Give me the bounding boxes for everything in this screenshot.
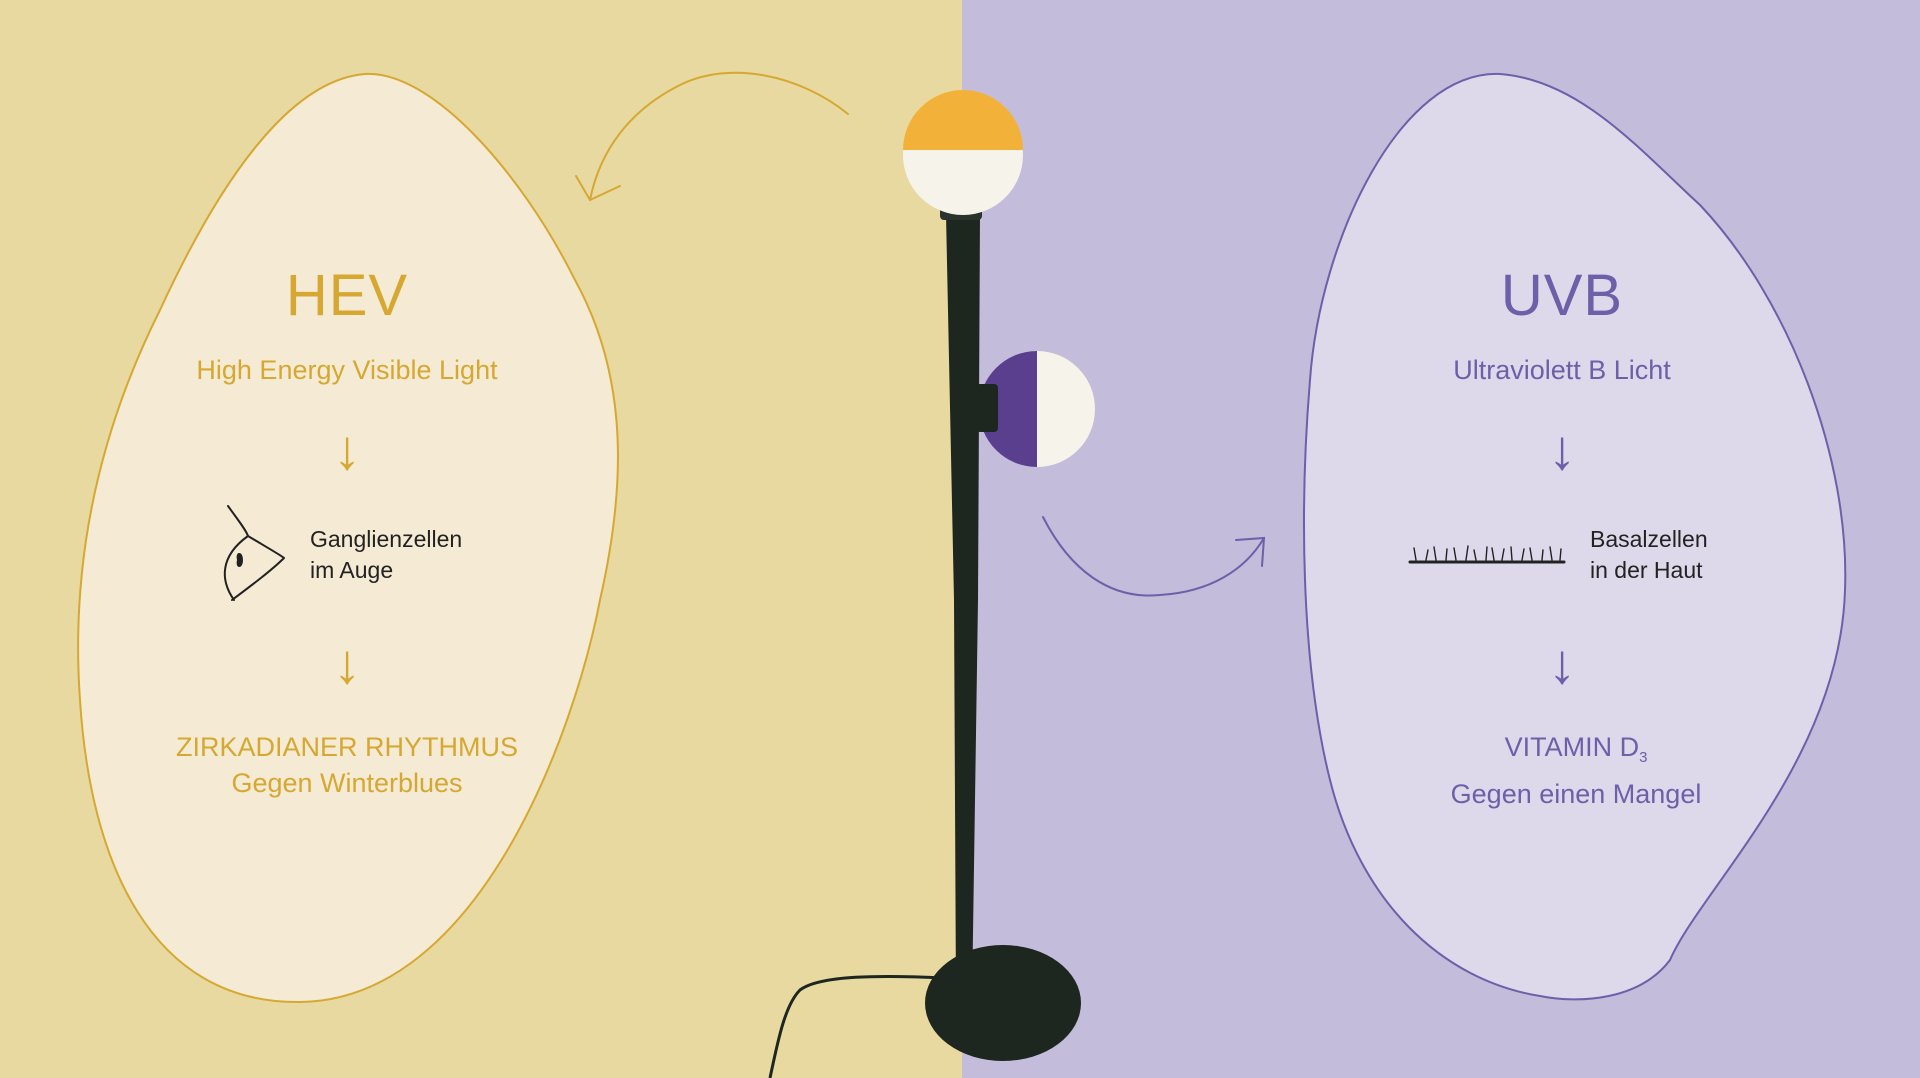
uvb-target-label: Basalzellen in der Haut bbox=[1590, 524, 1708, 586]
hev-curved-arrow bbox=[575, 71, 849, 202]
lamp-pole bbox=[946, 214, 980, 1000]
hev-result-line2: Gegen Winterblues bbox=[231, 768, 463, 798]
uvb-curved-arrow bbox=[1042, 516, 1266, 597]
eye-icon bbox=[223, 505, 285, 601]
uvb-arrow-down-2: ↓ bbox=[1548, 632, 1576, 695]
uvb-target-line1: Basalzellen bbox=[1590, 526, 1708, 552]
uvb-result-line2: Gegen einen Mangel bbox=[1450, 779, 1702, 809]
hev-result: ZIRKADIANER RHYTHMUS Gegen Winterblues bbox=[117, 729, 577, 801]
uvb-target-line2: in der Haut bbox=[1590, 557, 1703, 583]
skin-icon bbox=[1408, 545, 1566, 564]
hev-target-line2: im Auge bbox=[310, 557, 394, 583]
uvb-blob bbox=[1303, 72, 1847, 1001]
hev-subtitle: High Energy Visible Light bbox=[196, 355, 498, 385]
hev-title: HEV bbox=[285, 263, 409, 328]
uvb-subtitle: Ultraviolett B Licht bbox=[1453, 355, 1671, 385]
hev-blob bbox=[77, 72, 619, 1004]
lamp-side-bulb-tint bbox=[979, 351, 1037, 467]
lamp-cable bbox=[768, 974, 946, 1078]
uvb-result-line1: VITAMIN D3 bbox=[1386, 729, 1766, 776]
hev-target-label: Ganglienzellen im Auge bbox=[310, 524, 462, 586]
hev-arrow-down-1: ↓ bbox=[333, 418, 361, 481]
uvb-arrow-down-1: ↓ bbox=[1548, 418, 1576, 481]
hev-result-line1: ZIRKADIANER RHYTHMUS bbox=[175, 732, 519, 762]
uvb-title: UVB bbox=[1500, 263, 1624, 328]
lamp bbox=[768, 90, 1095, 1078]
lamp-top-bulb-tint bbox=[903, 90, 1023, 150]
hev-arrow-down-2: ↓ bbox=[333, 632, 361, 695]
uvb-result-subscript: 3 bbox=[1639, 749, 1648, 766]
uvb-result-main: VITAMIN D bbox=[1504, 732, 1640, 762]
lamp-base bbox=[925, 945, 1081, 1061]
uvb-result: VITAMIN D3 Gegen einen Mangel bbox=[1386, 729, 1766, 812]
hev-target-line1: Ganglienzellen bbox=[310, 526, 463, 552]
